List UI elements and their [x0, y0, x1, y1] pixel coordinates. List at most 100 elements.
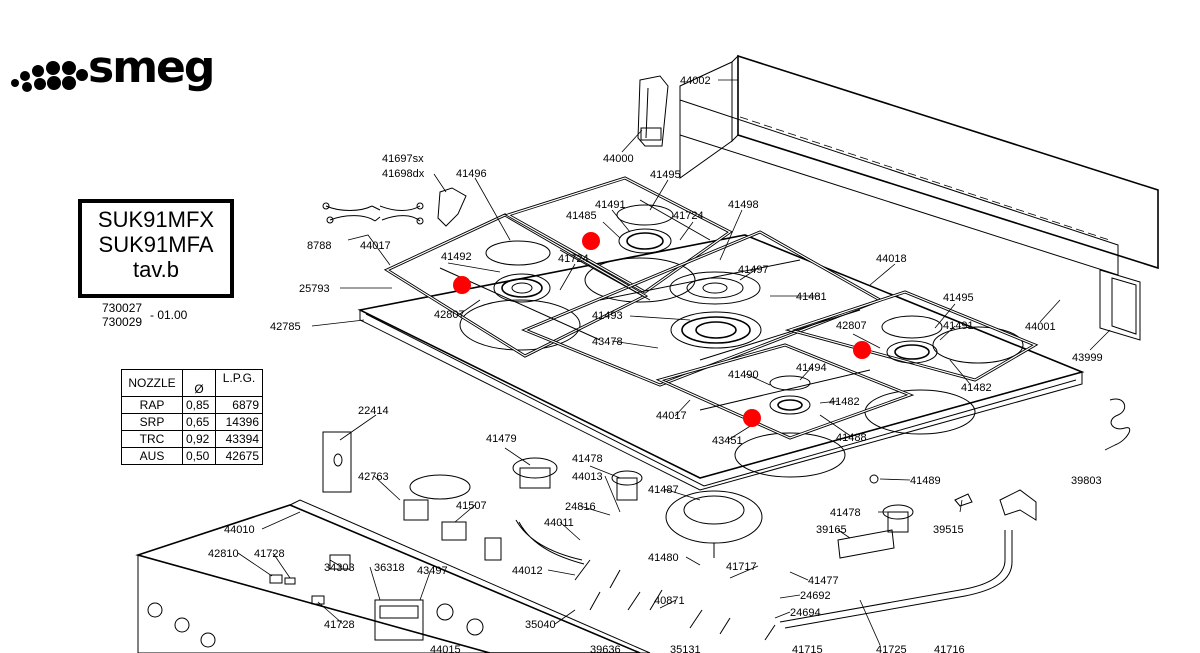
table-row: SRP 0,65 14396: [121, 413, 263, 431]
part-label: 41724: [673, 210, 704, 222]
part-label: 39803: [1071, 475, 1102, 487]
nozzle-name: TRC: [121, 430, 183, 448]
part-label: 41493: [592, 310, 623, 322]
leader-lines: [237, 79, 1116, 646]
part-label: 41490: [728, 369, 759, 381]
part-label: 22414: [358, 405, 389, 417]
part-labels: 44002 44000 41697sx 41698dx 41496 41495 …: [208, 75, 1103, 653]
red-marker: [453, 276, 471, 294]
nozzle-value: 43394: [215, 430, 263, 448]
bracket-41697: [437, 187, 467, 227]
doc-codes: 730027 730029 - 01.00: [102, 301, 187, 329]
part-label: 41716: [934, 644, 965, 653]
part-label: 36318: [374, 562, 405, 574]
part-label: 39165: [816, 524, 847, 536]
doc-code-1: 730027: [102, 301, 143, 315]
part-label: 41498: [728, 199, 759, 211]
part-label: 42810: [208, 548, 239, 560]
nozzle-header-row: NOZZLE Ø L.P.G.: [121, 369, 263, 397]
part-label: 41482: [829, 396, 860, 408]
red-marker: [582, 232, 600, 250]
part-label: 41495: [650, 169, 681, 181]
part-label: 40871: [654, 595, 685, 607]
burners: [485, 204, 943, 415]
bracket-44000: [637, 75, 669, 147]
doc-version: - 01.00: [150, 308, 188, 322]
part-label: 41728: [324, 619, 355, 631]
nozzle-value: 42675: [215, 447, 263, 465]
part-label: 41728: [254, 548, 285, 560]
part-label: 44002: [680, 75, 711, 87]
table-row: AUS 0,50 42675: [121, 447, 263, 465]
part-label: 42807: [434, 309, 465, 321]
part-label: 41489: [910, 475, 941, 487]
part-label: 44018: [876, 253, 907, 265]
table-ref: tav.b: [132, 257, 180, 282]
part-label: 42763: [358, 471, 389, 483]
part-label: 35040: [525, 619, 556, 631]
part-label: 41495: [943, 292, 974, 304]
part-label: 44011: [544, 517, 574, 529]
part-label: 41477: [808, 575, 839, 587]
logo-dots-icon: [11, 61, 88, 92]
components: [322, 398, 1131, 629]
red-markers: [453, 232, 871, 427]
nozzle-value: 14396: [215, 413, 263, 431]
part-label: 44001: [1025, 321, 1056, 333]
part-label: 44017: [360, 240, 391, 252]
pan-supports: [383, 176, 1039, 440]
part-label: 44010: [224, 524, 255, 536]
part-label: 43497: [417, 565, 448, 577]
part-label: 24816: [565, 501, 596, 513]
part-label: 8788: [307, 240, 331, 252]
part-label: 25793: [299, 283, 330, 295]
part-label: 42785: [270, 321, 301, 333]
backsplash-panel: [679, 54, 1159, 341]
nozzle-value: 6879: [215, 396, 263, 414]
part-label: 39636: [590, 644, 621, 653]
part-label: 41697sx: [382, 153, 424, 165]
nozzle-diameter: 0,85: [182, 396, 216, 414]
part-label: 42807: [836, 320, 867, 332]
doc-code-2: 730029: [102, 315, 143, 329]
part-label: 41488: [836, 432, 867, 444]
control-panel: [135, 499, 776, 653]
model-line-2: SUK91MFA: [98, 232, 214, 257]
part-label: 41478: [830, 507, 861, 519]
part-label: 41724: [558, 253, 589, 265]
nozzle-diameter: 0,50: [182, 447, 216, 465]
part-label: 35131: [670, 644, 701, 653]
model-box: SUK91MFX SUK91MFA tav.b: [78, 199, 234, 298]
part-label: 41497: [738, 264, 769, 276]
part-label: 41479: [486, 433, 517, 445]
red-marker: [853, 341, 871, 359]
table-row: TRC 0,92 43394: [121, 430, 263, 448]
part-label: 41481: [796, 291, 827, 303]
part-label: 41491: [595, 199, 626, 211]
red-marker: [743, 409, 761, 427]
part-label: 41496: [456, 168, 487, 180]
diameter-header: Ø: [182, 369, 216, 397]
part-label: 41715: [792, 644, 823, 653]
nozzle-table: NOZZLE Ø L.P.G. RAP 0,85 6879 SRP 0,65 1…: [121, 369, 263, 465]
part-label: 41482: [961, 382, 992, 394]
part-label: 41492: [441, 251, 472, 263]
clips-8788: [322, 202, 424, 225]
nozzle-header: NOZZLE: [121, 369, 183, 397]
part-label: 43999: [1072, 352, 1103, 364]
hob-top-plate: [357, 234, 1085, 491]
part-label: 41717: [726, 561, 757, 573]
part-label: 44013: [572, 471, 603, 483]
part-label: 41494: [796, 362, 827, 374]
part-label: 41480: [648, 552, 679, 564]
part-label: 43478: [592, 336, 623, 348]
part-label: 41698dx: [382, 168, 425, 180]
part-label: 39515: [933, 524, 964, 536]
part-label: 41507: [456, 500, 487, 512]
table-row: RAP 0,85 6879: [121, 396, 263, 414]
part-label: 41485: [566, 210, 597, 222]
brand-logo: smeg: [10, 42, 220, 96]
part-label: 41491: [943, 320, 974, 332]
part-label: 34303: [324, 562, 355, 574]
part-label: 24692: [800, 590, 831, 602]
